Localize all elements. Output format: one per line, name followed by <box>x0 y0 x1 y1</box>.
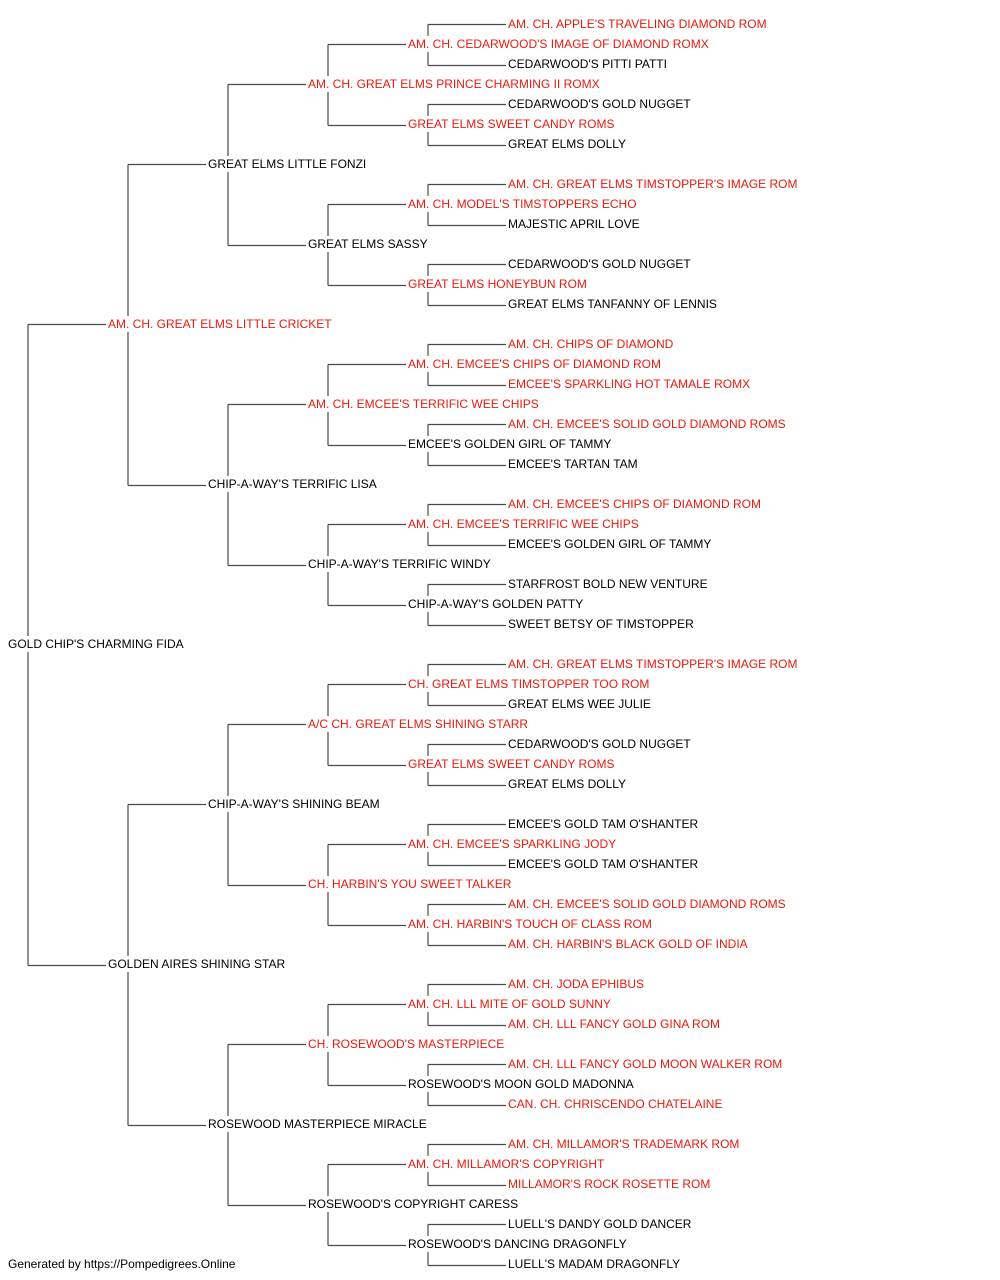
pedigree-name-sire-sire-sire-dam: GREAT ELMS SWEET CANDY ROMS <box>408 117 614 131</box>
pedigree-name-dam-sire-dam-dam-sire: AM. CH. EMCEE'S SOLID GOLD DIAMOND ROMS <box>508 897 786 911</box>
pedigree-name-sire-dam-sire-dam-sire: AM. CH. EMCEE'S SOLID GOLD DIAMOND ROMS <box>508 417 786 431</box>
pedigree-name-sire-dam-sire-dam-dam: EMCEE'S TARTAN TAM <box>508 457 638 471</box>
pedigree-name-dam-dam-dam-sire-dam: MILLAMOR'S ROCK ROSETTE ROM <box>508 1177 710 1191</box>
pedigree-name-sire-sire-dam-dam-dam: GREAT ELMS TANFANNY OF LENNIS <box>508 297 717 311</box>
pedigree-name-sire-sire-dam-sire-dam: MAJESTIC APRIL LOVE <box>508 217 640 231</box>
pedigree-name-dam-sire-dam-sire-dam: EMCEE'S GOLD TAM O'SHANTER <box>508 857 699 871</box>
pedigree-name-dam-dam-sire-sire: AM. CH. LLL MITE OF GOLD SUNNY <box>408 997 611 1011</box>
pedigree-name-dam-sire-dam-sire: AM. CH. EMCEE'S SPARKLING JODY <box>408 837 616 851</box>
pedigree-name-dam-sire-sire-sire-sire: AM. CH. GREAT ELMS TIMSTOPPER'S IMAGE RO… <box>508 657 797 671</box>
pedigree-name-dam-dam-sire-sire-sire: AM. CH. JODA EPHIBUS <box>508 977 644 991</box>
pedigree-name-sire-dam-dam-dam-sire: STARFROST BOLD NEW VENTURE <box>508 577 708 591</box>
pedigree-name-sire-dam-dam-dam: CHIP-A-WAY'S GOLDEN PATTY <box>408 597 583 611</box>
pedigree-name-sire-sire-sire-dam-dam: GREAT ELMS DOLLY <box>508 137 626 151</box>
pedigree-name-sire-sire-sire: AM. CH. GREAT ELMS PRINCE CHARMING II RO… <box>308 77 600 91</box>
pedigree-name-dam-dam-dam-dam: ROSEWOOD'S DANCING DRAGONFLY <box>408 1237 627 1251</box>
pedigree-name-sire-sire-sire-sire-dam: CEDARWOOD'S PITTI PATTI <box>508 57 667 71</box>
pedigree-name-sire-dam-dam-sire: AM. CH. EMCEE'S TERRIFIC WEE CHIPS <box>408 517 639 531</box>
pedigree-name-sire-dam-dam-sire-dam: EMCEE'S GOLDEN GIRL OF TAMMY <box>508 537 711 551</box>
pedigree-name-sire-sire-sire-sire: AM. CH. CEDARWOOD'S IMAGE OF DIAMOND ROM… <box>408 37 709 51</box>
pedigree-name-sire-dam-sire: AM. CH. EMCEE'S TERRIFIC WEE CHIPS <box>308 397 539 411</box>
pedigree-name-dam-sire-sire-dam-sire: CEDARWOOD'S GOLD NUGGET <box>508 737 691 751</box>
pedigree-name-sire-dam-sire-sire: AM. CH. EMCEE'S CHIPS OF DIAMOND ROM <box>408 357 661 371</box>
pedigree-name-sire-dam-sire-dam: EMCEE'S GOLDEN GIRL OF TAMMY <box>408 437 611 451</box>
pedigree-name-dam-sire-sire-sire-dam: GREAT ELMS WEE JULIE <box>508 697 651 711</box>
pedigree-name-subject: GOLD CHIP'S CHARMING FIDA <box>8 637 184 651</box>
pedigree-name-dam-dam-sire-dam-dam: CAN. CH. CHRISCENDO CHATELAINE <box>508 1097 722 1111</box>
pedigree-name-dam-dam-sire-dam: ROSEWOOD'S MOON GOLD MADONNA <box>408 1077 634 1091</box>
pedigree-name-dam-sire: CHIP-A-WAY'S SHINING BEAM <box>208 797 380 811</box>
pedigree-name-sire-sire-dam-sire-sire: AM. CH. GREAT ELMS TIMSTOPPER'S IMAGE RO… <box>508 177 797 191</box>
pedigree-name-dam-dam-sire-dam-sire: AM. CH. LLL FANCY GOLD MOON WALKER ROM <box>508 1057 782 1071</box>
pedigree-name-dam-dam: ROSEWOOD MASTERPIECE MIRACLE <box>208 1117 427 1131</box>
pedigree-name-dam-dam-dam-sire: AM. CH. MILLAMOR'S COPYRIGHT <box>408 1157 605 1171</box>
pedigree-name-dam-sire-dam-sire-sire: EMCEE'S GOLD TAM O'SHANTER <box>508 817 699 831</box>
pedigree-name-dam: GOLDEN AIRES SHINING STAR <box>108 957 285 971</box>
pedigree-name-sire-dam-dam-sire-sire: AM. CH. EMCEE'S CHIPS OF DIAMOND ROM <box>508 497 761 511</box>
pedigree-name-dam-dam-dam-sire-sire: AM. CH. MILLAMOR'S TRADEMARK ROM <box>508 1137 739 1151</box>
pedigree-name-dam-sire-sire-dam: GREAT ELMS SWEET CANDY ROMS <box>408 757 614 771</box>
pedigree-name-dam-dam-dam-dam-dam: LUELL'S MADAM DRAGONFLY <box>508 1257 680 1271</box>
pedigree-name-sire-dam-dam-dam-dam: SWEET BETSY OF TIMSTOPPER <box>508 617 694 631</box>
pedigree-name-dam-sire-dam: CH. HARBIN'S YOU SWEET TALKER <box>308 877 512 891</box>
pedigree-name-sire-sire-dam-sire: AM. CH. MODEL'S TIMSTOPPERS ECHO <box>408 197 637 211</box>
pedigree-name-dam-dam-dam-dam-sire: LUELL'S DANDY GOLD DANCER <box>508 1217 692 1231</box>
connector-lines <box>27 23 506 1267</box>
pedigree-name-sire: AM. CH. GREAT ELMS LITTLE CRICKET <box>108 317 332 331</box>
pedigree-name-sire-dam-sire-sire-sire: AM. CH. CHIPS OF DIAMOND <box>508 337 674 351</box>
pedigree-name-dam-sire-dam-dam: AM. CH. HARBIN'S TOUCH OF CLASS ROM <box>408 917 652 931</box>
pedigree-name-dam-dam-sire-sire-dam: AM. CH. LLL FANCY GOLD GINA ROM <box>508 1017 720 1031</box>
pedigree-name-sire-dam-sire-sire-dam: EMCEE'S SPARKLING HOT TAMALE ROMX <box>508 377 750 391</box>
pedigree-name-sire-dam: CHIP-A-WAY'S TERRIFIC LISA <box>208 477 377 491</box>
pedigree-name-dam-sire-sire-dam-dam: GREAT ELMS DOLLY <box>508 777 626 791</box>
pedigree-name-sire-sire-dam-dam: GREAT ELMS HONEYBUN ROM <box>408 277 587 291</box>
name-labels: GOLD CHIP'S CHARMING FIDA AM. CH. GREAT E… <box>8 17 797 1271</box>
pedigree-name-dam-dam-sire: CH. ROSEWOOD'S MASTERPIECE <box>308 1037 504 1051</box>
pedigree-name-sire-sire-dam-dam-sire: CEDARWOOD'S GOLD NUGGET <box>508 257 691 271</box>
pedigree-name-sire-dam-dam: CHIP-A-WAY'S TERRIFIC WINDY <box>308 557 491 571</box>
pedigree-name-dam-sire-sire: A/C CH. GREAT ELMS SHINING STARR <box>308 717 528 731</box>
footer-credit: Generated by https://Pompedigrees.Online <box>8 1257 236 1271</box>
pedigree-name-sire-sire-dam: GREAT ELMS SASSY <box>308 237 428 251</box>
pedigree-name-dam-sire-dam-dam-dam: AM. CH. HARBIN'S BLACK GOLD OF INDIA <box>508 937 748 951</box>
pedigree-name-sire-sire-sire-sire-sire: AM. CH. APPLE'S TRAVELING DIAMOND ROM <box>508 17 767 31</box>
pedigree-name-sire-sire: GREAT ELMS LITTLE FONZI <box>208 157 366 171</box>
pedigree-name-sire-sire-sire-dam-sire: CEDARWOOD'S GOLD NUGGET <box>508 97 691 111</box>
pedigree-name-dam-sire-sire-sire: CH. GREAT ELMS TIMSTOPPER TOO ROM <box>408 677 649 691</box>
pedigree-name-dam-dam-dam: ROSEWOOD'S COPYRIGHT CARESS <box>308 1197 518 1211</box>
